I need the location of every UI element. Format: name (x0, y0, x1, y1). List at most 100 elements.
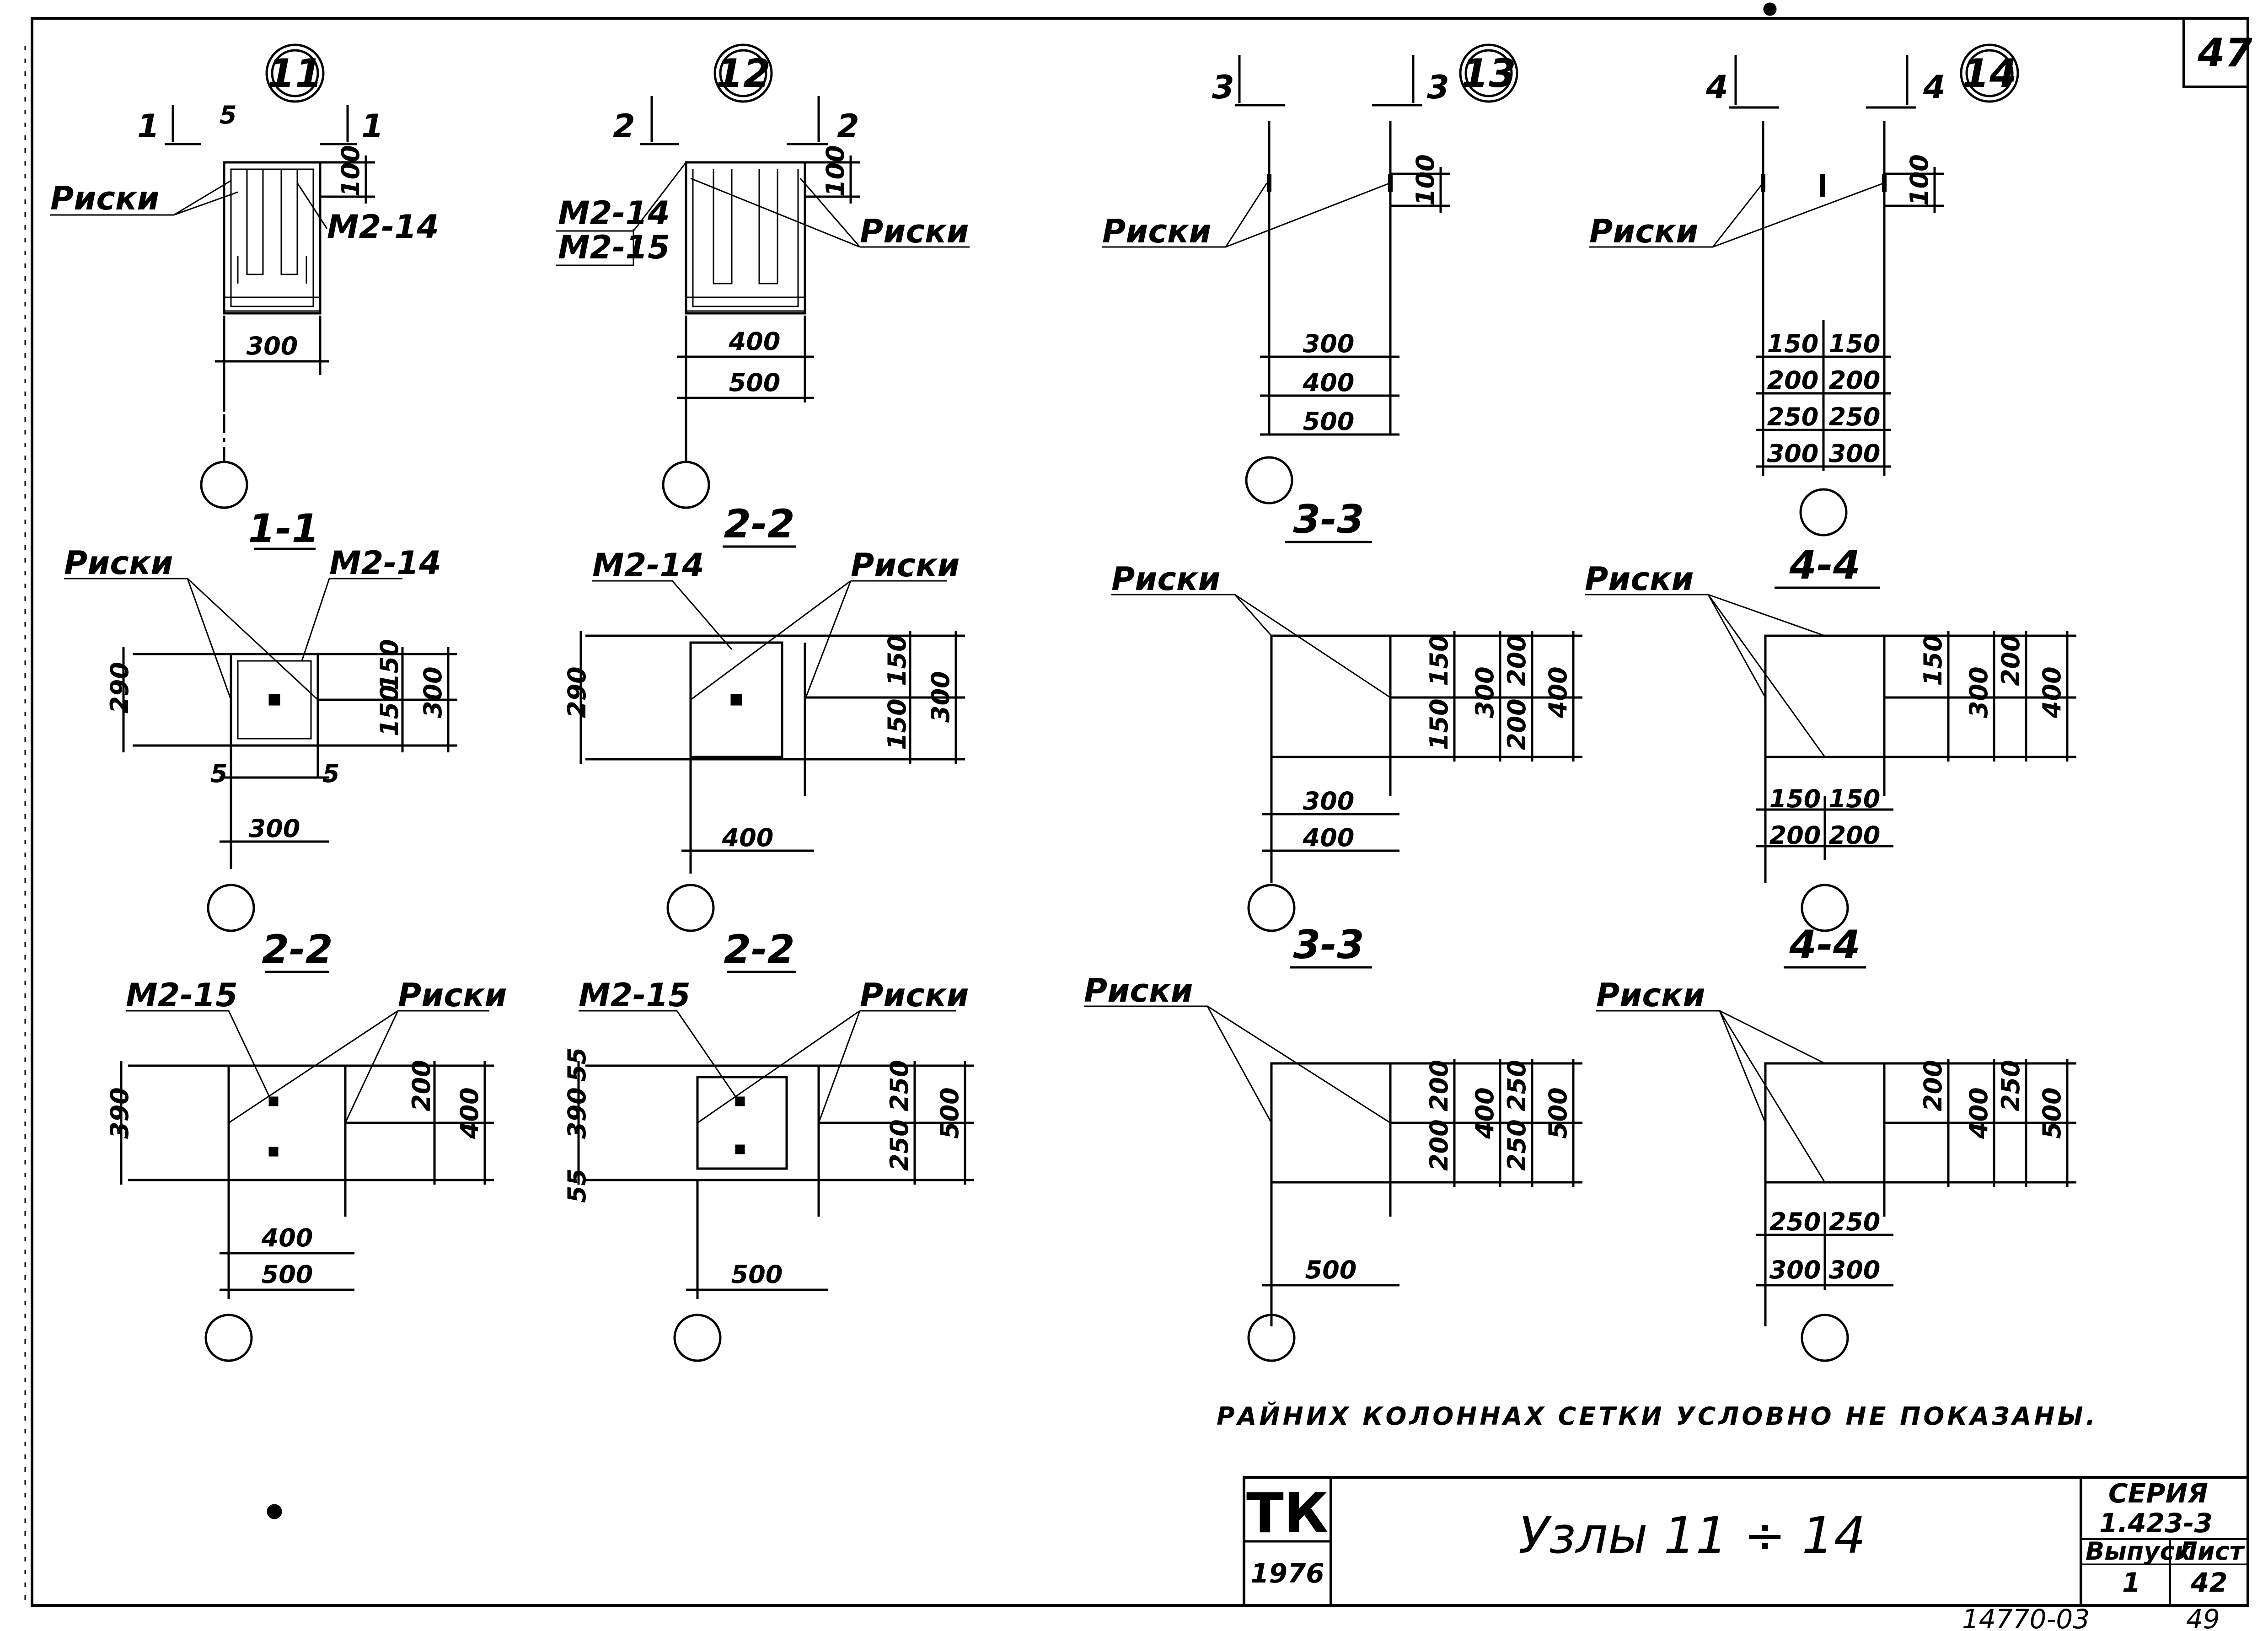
label-riski-r3-1: Риски (398, 976, 507, 1014)
dim-2-2-290: 290 (563, 666, 591, 718)
section-2-2-a: 2-2 400 290 150 150 300 М2-14 Риски (563, 501, 965, 932)
dim-4-4-400v: 400 (2037, 666, 2066, 719)
label-riski-4-4: Риски (1585, 560, 1694, 598)
cut-3-left: 3 (1212, 69, 1234, 106)
label-riski-2-2: Риски (851, 547, 960, 584)
node-13-number: 13 (1461, 51, 1516, 97)
label-riski-r3-3: Риски (1084, 972, 1193, 1009)
dim-r3-2-500: 500 (731, 1260, 783, 1289)
title-block: ТК 1976 Узлы 11 ÷ 14 СЕРИЯ 1.423-3 Выпус… (1243, 1476, 2249, 1607)
section-4-4-a: 4-4 150 150 200 200 150 300 200 400 Риск… (1585, 542, 2076, 932)
label-riski-11: Риски (50, 180, 159, 217)
node-14-elevation: 14 4 4 100 150 150 200 200 250 250 300 3… (1589, 43, 2019, 537)
cut-4-left: 4 (1705, 69, 1728, 106)
dim-r3-2-250b: 250 (885, 1119, 914, 1171)
dim-13-100: 100 (1411, 154, 1440, 206)
dim-14-200a: 200 (1767, 366, 1819, 395)
dim-r3-1-400v: 400 (455, 1087, 484, 1139)
section-title-2-2: 2-2 (724, 501, 794, 547)
section-title-r3-2: 2-2 (724, 927, 794, 972)
dim-11-5: 5 (220, 101, 237, 129)
node-11-number: 11 (268, 51, 322, 97)
dim-14-300b: 300 (1829, 439, 1881, 468)
label-m2-14-n11: М2-14 (327, 208, 439, 246)
dim-1-1-150b: 150 (375, 685, 404, 736)
label-m2-15-r3-1: М2-15 (126, 976, 238, 1014)
node-13-elevation: 13 3 3 100 300 400 500 Риски (1102, 43, 1518, 504)
section-title-r3-4: 4-4 (1789, 922, 1860, 968)
dim-r3-4-250b: 250 (1829, 1207, 1881, 1236)
dim-1-1-300: 300 (249, 814, 300, 843)
dim-r3-4-300b: 300 (1829, 1255, 1881, 1284)
dim-3-3-300v: 300 (1470, 666, 1499, 718)
dim-4-4-150b: 150 (1829, 784, 1881, 813)
dim-14-300a: 300 (1767, 439, 1819, 468)
label-riski-r3-4: Риски (1596, 976, 1705, 1014)
node-14-number: 14 (1962, 51, 2017, 97)
dim-4-4-200v: 200 (1996, 634, 2025, 686)
dim-12-400: 400 (729, 327, 781, 356)
dim-4-4-300v: 300 (1964, 666, 1993, 718)
corner-sheet-number: 47 (2197, 30, 2252, 76)
dim-r3-2-500v: 500 (935, 1087, 964, 1139)
general-note: РАЙНИХ КОЛОННАХ СЕТКИ УСЛОВНО НЕ ПОКАЗАН… (1217, 1402, 2098, 1431)
series-label: СЕРИЯ (2108, 1478, 2208, 1509)
dim-r3-2-55a: 55 (563, 1047, 591, 1082)
section-3-3-b: 3-3 500 200 200 400 250 250 500 Риски (1084, 922, 1582, 1362)
dim-11-300: 300 (247, 332, 298, 360)
section-2-2-b: 2-2 400 500 390 200 400 М2-15 Риски (105, 927, 507, 1362)
ink-dot-top (1763, 2, 1777, 16)
dim-1-1-5a: 5 (210, 759, 228, 788)
dim-2-2-400: 400 (722, 823, 774, 852)
node-11-elevation: 11 1 1 300 100 5 Риски М2-14 (50, 43, 439, 509)
dim-11-100: 100 (336, 145, 365, 197)
dim-r3-4-500v: 500 (2037, 1087, 2066, 1139)
dim-r3-4-200: 200 (1919, 1060, 1947, 1111)
dim-3-3-150b: 150 (1425, 698, 1453, 750)
dim-12-100: 100 (821, 145, 850, 197)
cut-4-right: 4 (1923, 69, 1946, 106)
dim-4-4-150a: 150 (1769, 784, 1821, 813)
dim-4-4-200b: 200 (1829, 821, 1881, 850)
cut-1-right: 1 (361, 107, 384, 145)
dim-4-4-200a: 200 (1769, 821, 1821, 850)
dim-1-1-290: 290 (105, 662, 134, 714)
label-m2-15-r3-2: М2-15 (579, 976, 691, 1014)
section-2-2-c: 2-2 500 390 55 55 250 250 500 М2-15 Риск… (563, 927, 974, 1362)
label-m2-14-s22: М2-14 (592, 547, 704, 584)
dim-1-1-300v: 300 (418, 666, 447, 718)
dim-3-3-400: 400 (1303, 823, 1355, 852)
dim-r3-1-500: 500 (262, 1260, 313, 1289)
dim-13-400: 400 (1303, 368, 1355, 397)
dim-r3-3-500: 500 (1305, 1255, 1357, 1284)
label-riski-3-3: Риски (1111, 560, 1220, 598)
section-title-4-4: 4-4 (1789, 542, 1860, 588)
archive-number: 14770-03 (1962, 1604, 2090, 1631)
dim-r3-1-390: 390 (105, 1087, 134, 1139)
dim-r3-4-250v: 250 (1996, 1060, 2025, 1111)
sheet-label: Лист (2176, 1537, 2245, 1566)
label-m2-15-n12: М2-15 (558, 229, 670, 266)
section-4-4-b: 4-4 250 250 300 300 200 400 250 500 Риск… (1596, 922, 2076, 1362)
dim-r3-3-200a: 200 (1425, 1060, 1453, 1111)
dim-14-100: 100 (1905, 154, 1934, 206)
section-title-r3-1: 2-2 (262, 927, 332, 972)
cut-1-left: 1 (137, 107, 160, 145)
issue-value: 1 (2122, 1567, 2140, 1598)
dim-r3-2-250a: 250 (885, 1060, 914, 1111)
dim-r3-3-250a: 250 (1502, 1060, 1531, 1111)
dim-2-2-150a: 150 (883, 634, 911, 686)
section-title-r3-3: 3-3 (1293, 922, 1364, 968)
sheet-frame (31, 17, 2249, 1607)
year: 1976 (1250, 1558, 1324, 1589)
dim-r3-2-390: 390 (563, 1087, 591, 1139)
cut-2-right: 2 (837, 107, 859, 145)
dim-13-500: 500 (1303, 407, 1355, 436)
dim-r3-1-400: 400 (261, 1223, 313, 1252)
dim-3-3-300: 300 (1303, 787, 1355, 816)
ink-dot (267, 1504, 282, 1519)
section-1-1: 1-1 300 290 150 150 300 5 5 Риски М2-14 (64, 506, 457, 932)
dim-3-3-200b: 200 (1502, 698, 1531, 750)
label-riski-12: Риски (860, 213, 969, 250)
